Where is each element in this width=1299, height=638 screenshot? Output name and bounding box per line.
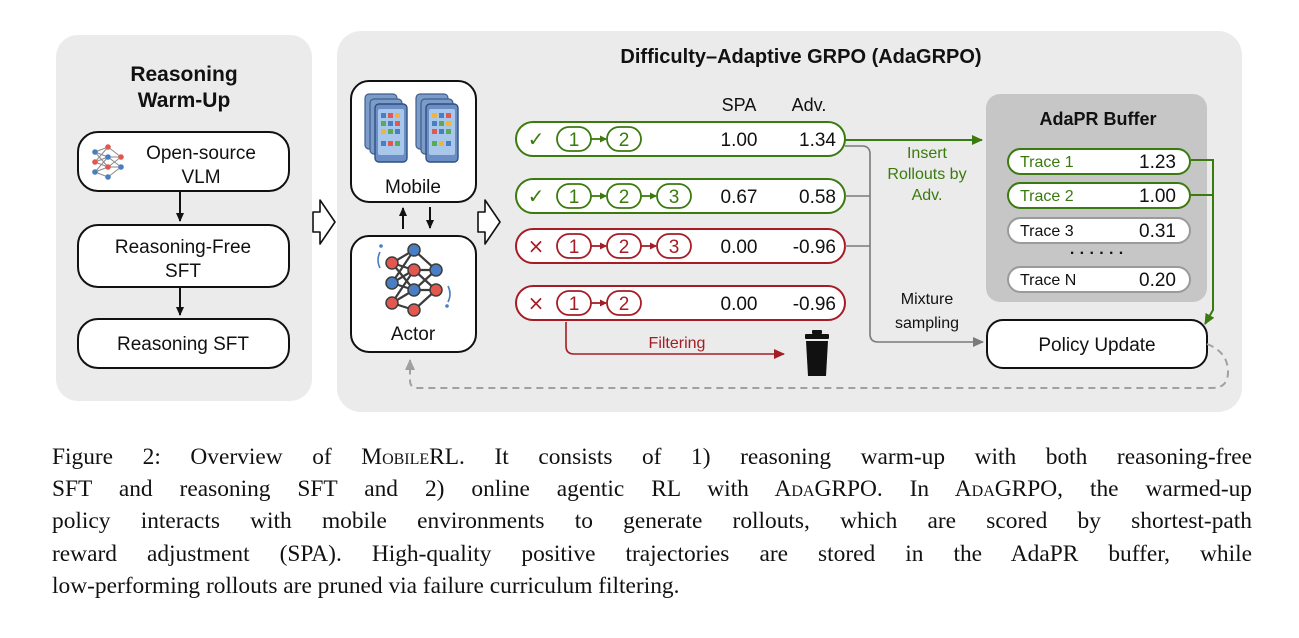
warmup-panel: Reasoning Warm-Up Open-source VLM xyxy=(56,35,312,401)
rollout-row: × 1 2 3 0.00 -0.96 xyxy=(516,229,845,263)
hollow-arrow-panels xyxy=(313,200,335,244)
trace-item: Trace 1 1.23 xyxy=(1008,149,1190,174)
caption-line-2: SFT and reasoning SFT and 2) online agen… xyxy=(52,473,1252,505)
col-header-spa: SPA xyxy=(722,95,757,115)
step-label: 3 xyxy=(669,187,680,208)
trace-value: 0.20 xyxy=(1139,270,1176,291)
trace-item: Trace N 0.20 xyxy=(1008,267,1190,292)
step1-line2: VLM xyxy=(181,167,220,188)
step-label: 1 xyxy=(569,187,580,208)
trace-name: Trace 1 xyxy=(1020,154,1074,171)
step-label: 2 xyxy=(619,130,630,151)
trace-name: Trace 2 xyxy=(1020,188,1074,205)
step-label: 1 xyxy=(569,237,580,258)
trace-item: Trace 2 1.00 xyxy=(1008,183,1190,208)
check-icon: ✓ xyxy=(528,127,545,151)
step-label: 2 xyxy=(619,294,630,315)
check-icon: ✓ xyxy=(528,184,545,208)
trace-name: Trace N xyxy=(1020,272,1076,289)
trace-item: Trace 3 0.31 xyxy=(1008,218,1190,243)
step2-line1: Reasoning-Free xyxy=(115,237,251,258)
trace-value: 0.31 xyxy=(1139,221,1176,242)
mixture-label-line1: Mixture xyxy=(901,291,954,308)
rollout-row: ✓ 1 2 1.00 1.34 xyxy=(516,122,845,156)
actor-label: Actor xyxy=(391,324,436,345)
step1-line1: Open-source xyxy=(146,143,256,164)
trace-value: 1.23 xyxy=(1139,152,1176,173)
cross-icon: × xyxy=(528,234,545,258)
rollout-adv: -0.96 xyxy=(793,237,836,258)
warmup-title-line1: Reasoning xyxy=(130,63,237,86)
policy-update-box: Policy Update xyxy=(987,320,1207,368)
trash-icon xyxy=(805,330,829,376)
rollout-adv: 1.34 xyxy=(799,130,836,151)
actor-box: Actor xyxy=(351,236,476,352)
rollout-row: ✓ 1 2 3 0.67 0.58 xyxy=(516,179,845,213)
caption-line-4: reward adjustment (SPA). High-quality po… xyxy=(52,538,1252,570)
rollout-row: × 1 2 0.00 -0.96 xyxy=(516,286,845,320)
step2-line2: SFT xyxy=(165,261,201,282)
phone-stack-left xyxy=(365,94,407,162)
col-header-adv: Adv. xyxy=(792,95,827,115)
phone-stack-right xyxy=(416,94,458,162)
warmup-title-line2: Warm-Up xyxy=(138,89,231,112)
insert-label-line3: Adv. xyxy=(912,187,943,204)
rollout-spa: 1.00 xyxy=(721,130,758,151)
caption-line-1: Figure 2: Overview of MobileRL. It consi… xyxy=(52,441,1252,473)
step-label: 3 xyxy=(669,237,680,258)
rollout-adv: 0.58 xyxy=(799,187,836,208)
policy-update-label: Policy Update xyxy=(1038,335,1155,356)
buffer-title: AdaPR Buffer xyxy=(1039,109,1156,129)
filtering-label: Filtering xyxy=(649,335,706,352)
insert-label-line1: Insert xyxy=(907,145,948,162)
caption-line-5: low-performing rollouts are pruned via f… xyxy=(52,570,1252,602)
rollout-spa: 0.67 xyxy=(721,187,758,208)
step-label: 1 xyxy=(569,130,580,151)
step-reasoning-free-sft: Reasoning-Free SFT xyxy=(78,225,289,287)
trace-name: Trace 3 xyxy=(1020,223,1074,240)
step-open-source-vlm: Open-source VLM xyxy=(78,132,289,191)
rollout-spa: 0.00 xyxy=(721,237,758,258)
step-label: 1 xyxy=(569,294,580,315)
step-label: 2 xyxy=(619,237,630,258)
adagrpo-title: Difficulty–Adaptive GRPO (AdaGRPO) xyxy=(620,46,981,68)
trace-value: 1.00 xyxy=(1139,186,1176,207)
insert-label-line2: Rollouts by xyxy=(887,166,966,183)
mobile-label: Mobile xyxy=(385,177,441,198)
buffer-ellipsis: · · · · · · xyxy=(1070,245,1124,262)
cross-icon: × xyxy=(528,291,545,315)
step-reasoning-sft: Reasoning SFT xyxy=(78,319,289,368)
figure-caption: Figure 2: Overview of MobileRL. It consi… xyxy=(52,441,1252,602)
step-label: 2 xyxy=(619,187,630,208)
rollout-adv: -0.96 xyxy=(793,294,836,315)
rollout-spa: 0.00 xyxy=(721,294,758,315)
mobile-box: Mobile xyxy=(351,81,476,202)
caption-line-3: policy interacts with mobile environment… xyxy=(52,505,1252,537)
overview-diagram: Reasoning Warm-Up Open-source VLM xyxy=(0,0,1299,430)
step3-label: Reasoning SFT xyxy=(117,334,249,355)
mixture-label-line2: sampling xyxy=(895,315,959,332)
adagrpo-panel: Difficulty–Adaptive GRPO (AdaGRPO) xyxy=(337,31,1242,412)
